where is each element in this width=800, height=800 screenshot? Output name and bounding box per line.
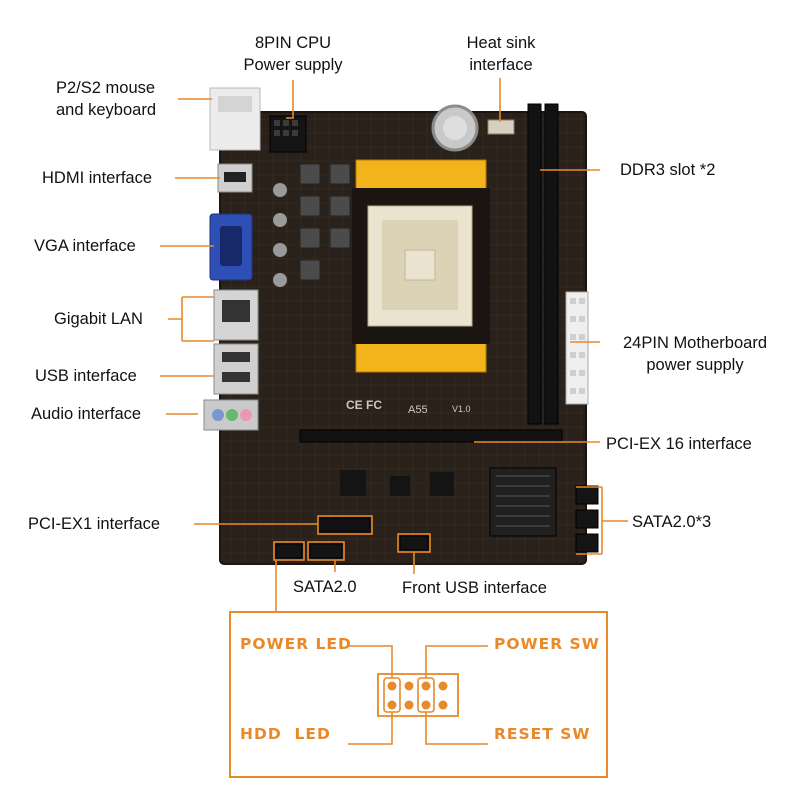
- mb-power-label: 24PIN Motherboard power supply: [600, 332, 790, 376]
- pcie-x1-slot: [317, 517, 371, 533]
- mb-power-label-line2: power supply: [646, 356, 744, 374]
- sata3-label: SATA2.0*3: [632, 513, 712, 531]
- cpu-power-label: 8PIN CPU Power supply: [228, 32, 358, 76]
- pciex1-label: PCI-EX1 interface: [28, 515, 161, 533]
- fan-header: [487, 119, 515, 135]
- ddr3-slot-1: [527, 103, 542, 425]
- retention-top: [355, 159, 487, 193]
- audio-label: Audio interface: [31, 405, 142, 423]
- ddr3-slot-2: [544, 103, 559, 425]
- usb-port: [213, 343, 259, 395]
- board-version-mark: V1.0: [452, 404, 471, 414]
- hdmi-label: HDMI interface: [42, 169, 153, 187]
- heatsink-label-line1: Heat sink: [466, 34, 536, 52]
- mb-power-label-line1: 24PIN Motherboard: [623, 334, 767, 352]
- front-usb-label: Front USB interface: [402, 579, 547, 597]
- sata-port-single: [309, 543, 343, 559]
- cpu-power-label-line1: 8PIN CPU: [254, 34, 332, 52]
- heatsink-label-line2: interface: [469, 56, 533, 74]
- front-panel-header-small: [275, 543, 303, 559]
- ps2-label-line2: and keyboard: [56, 101, 156, 119]
- heatsink-label: Heat sink interface: [446, 32, 556, 76]
- front-panel-detail-box: [229, 611, 608, 778]
- sata1-label: SATA2.0: [293, 578, 357, 596]
- hdd-led-label: HDD LED: [240, 725, 331, 743]
- pcie-x16-slot: [299, 429, 563, 443]
- callout-lines: [160, 78, 628, 612]
- vga-label: VGA interface: [34, 237, 136, 255]
- ps2-label-line1: P2/S2 mouse: [56, 79, 156, 97]
- ps2-label: P2/S2 mouse and keyboard: [56, 77, 156, 121]
- reset-sw-label: RESET SW: [494, 725, 591, 743]
- chipset-heatsink: [489, 467, 557, 537]
- front-usb-header: [399, 535, 429, 551]
- ddr3-label: DDR3 slot *2: [620, 161, 716, 179]
- power-led-label: POWER LED: [240, 635, 352, 653]
- lan-label: Gigabit LAN: [54, 310, 143, 328]
- sata-port-c: [575, 533, 599, 553]
- board-cert-mark: CE FC: [346, 398, 382, 412]
- retention-bottom: [355, 339, 487, 373]
- atx-power-connector: [565, 291, 589, 405]
- board-model-mark: A55: [408, 404, 428, 416]
- cpu-power-label-line2: Power supply: [243, 56, 343, 74]
- sata-port-b: [575, 509, 599, 529]
- sata-port-a: [575, 485, 599, 505]
- pcie16-label: PCI-EX 16 interface: [606, 435, 752, 453]
- power-sw-label: POWER SW: [494, 635, 600, 653]
- usb-label: USB interface: [35, 367, 137, 385]
